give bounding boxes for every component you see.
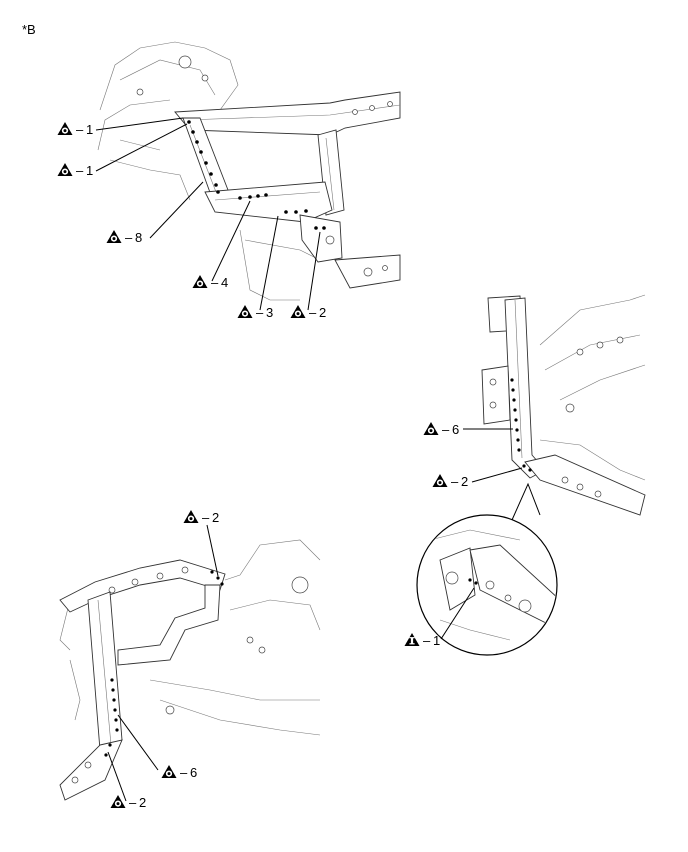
view-bottom-assembly	[59, 524, 321, 802]
callout-c3: – 2	[110, 795, 146, 810]
callout-a3: – 8	[106, 230, 142, 245]
callout-b1-number: 6	[452, 422, 459, 437]
callout-a2-number: 1	[86, 163, 93, 178]
spot-weld-icon	[183, 510, 199, 523]
mig-weld-icon	[404, 633, 420, 646]
svg-text:–: –	[423, 633, 431, 648]
svg-text:–: –	[211, 275, 219, 290]
svg-text:–: –	[256, 305, 264, 320]
callout-c1: – 2	[183, 510, 219, 525]
svg-text:–: –	[76, 163, 84, 178]
callout-a4: – 4	[192, 275, 228, 290]
spot-weld-icon	[106, 230, 122, 243]
spot-weld-icon	[57, 122, 73, 135]
callout-b2: – 2	[432, 474, 468, 489]
view-right-pillar	[416, 294, 646, 656]
callout-a5: – 3	[237, 305, 273, 320]
svg-text:–: –	[309, 305, 317, 320]
callout-a4-number: 4	[221, 275, 228, 290]
svg-text:–: –	[202, 510, 210, 525]
callout-b2-number: 2	[461, 474, 468, 489]
svg-text:–: –	[451, 474, 459, 489]
spot-weld-icon	[192, 275, 208, 288]
callout-a1: – 1	[57, 122, 93, 137]
svg-text:–: –	[76, 122, 84, 137]
callout-c2: – 6	[161, 765, 197, 780]
callout-c2-number: 6	[190, 765, 197, 780]
callout-a3-number: 8	[135, 230, 142, 245]
svg-text:–: –	[442, 422, 450, 437]
callout-a6-number: 2	[319, 305, 326, 320]
callout-c3-number: 2	[139, 795, 146, 810]
callout-b3-number: 1	[433, 633, 440, 648]
callout-a2: – 1	[57, 163, 93, 178]
callout-c1-number: 2	[212, 510, 219, 525]
callout-b3: – 1	[404, 633, 440, 648]
callout-b1: – 6	[423, 422, 459, 437]
callout-a1-number: 1	[86, 122, 93, 137]
spot-weld-icon	[110, 795, 126, 808]
callout-a6: – 2	[290, 305, 326, 320]
svg-text:–: –	[180, 765, 188, 780]
spot-weld-icon	[423, 422, 439, 435]
spot-weld-icon	[237, 305, 253, 318]
view-top-assembly	[95, 41, 401, 311]
spot-weld-icon	[161, 765, 177, 778]
callout-a5-number: 3	[266, 305, 273, 320]
spot-weld-icon	[57, 163, 73, 176]
spot-weld-icon	[432, 474, 448, 487]
svg-text:–: –	[129, 795, 137, 810]
spot-weld-icon	[290, 305, 306, 318]
svg-text:–: –	[125, 230, 133, 245]
figure-tag: *B	[22, 22, 36, 37]
